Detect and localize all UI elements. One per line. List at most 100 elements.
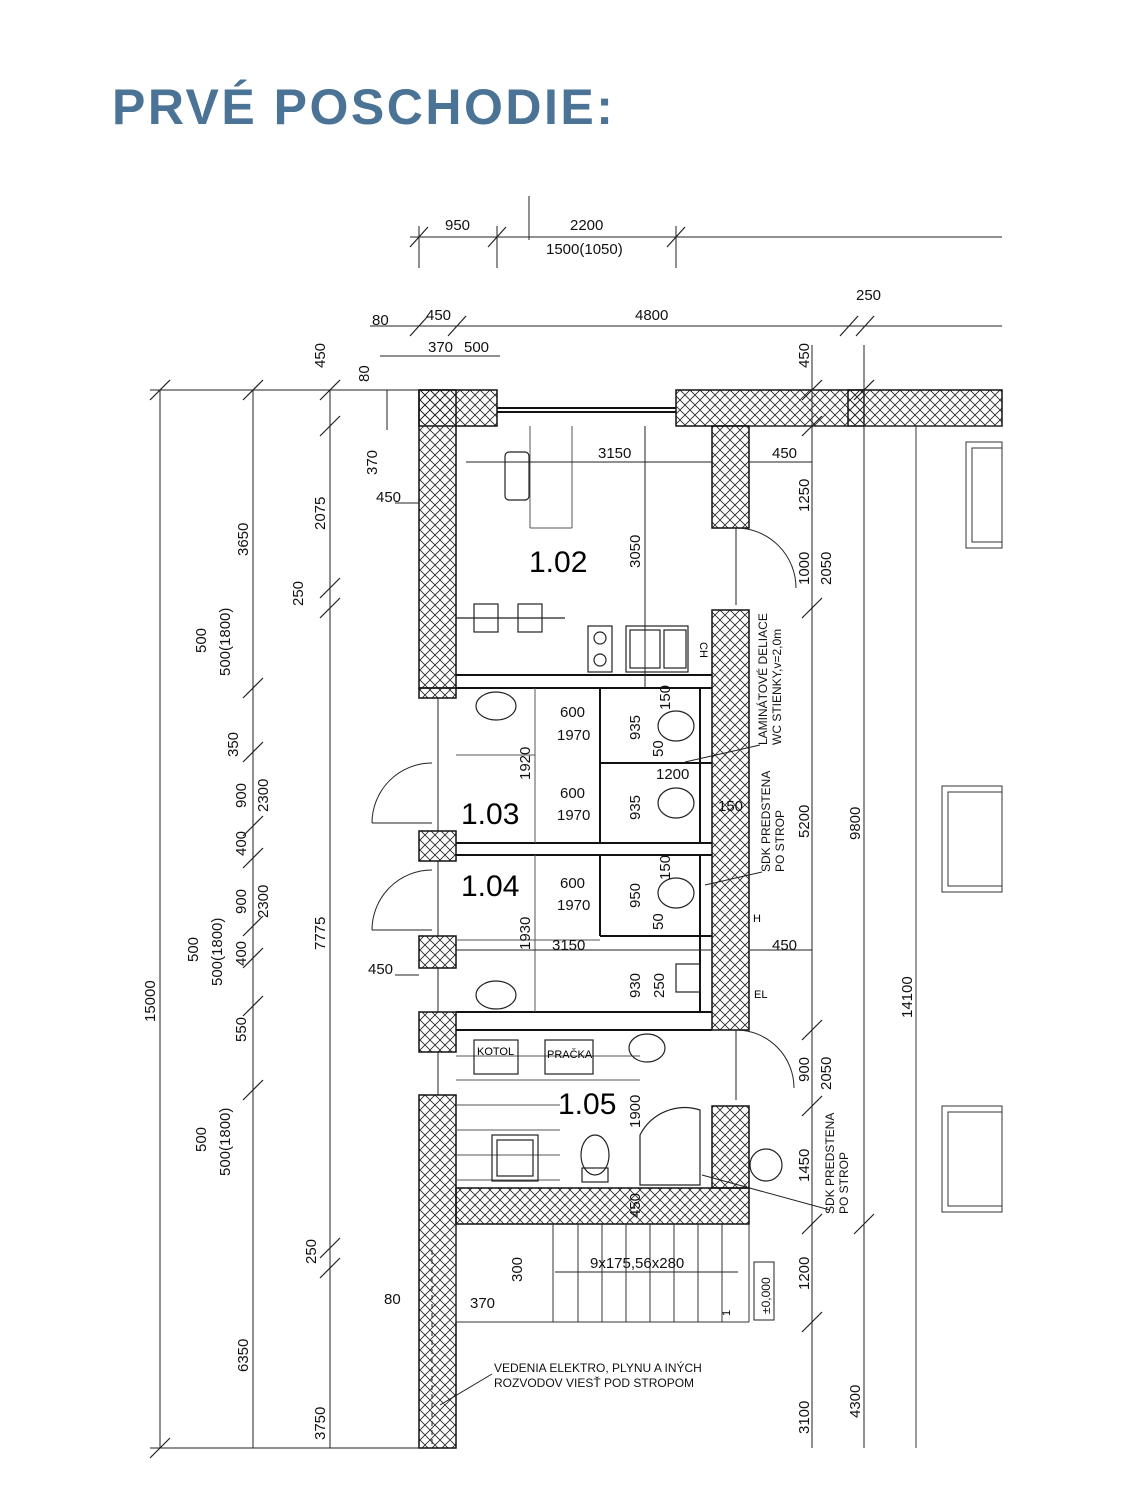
- dim: 80: [356, 365, 373, 382]
- dim: 500: [193, 1127, 210, 1152]
- dim: 600: [560, 704, 585, 721]
- dim: 450: [376, 489, 401, 506]
- partitions: [456, 407, 712, 1031]
- dim: 1970: [557, 807, 590, 824]
- room-number-105: 1.05: [558, 1088, 616, 1121]
- dim: 300: [509, 1257, 526, 1282]
- dim: 950: [627, 883, 644, 908]
- dimension-ticks: [149, 226, 875, 1459]
- dim: 2300: [255, 885, 272, 918]
- dim: 550: [233, 1017, 250, 1042]
- dim: 1970: [557, 897, 590, 914]
- dim: 1900: [627, 1095, 644, 1128]
- kotol-label: KOTOL: [477, 1046, 514, 1058]
- dim: 935: [627, 715, 644, 740]
- dim: 400: [233, 831, 250, 856]
- h-label: H: [753, 913, 761, 925]
- dim: 1450: [796, 1149, 813, 1182]
- dim: 3150: [598, 445, 631, 462]
- dim: 2050: [818, 552, 835, 585]
- dim: 250: [303, 1239, 320, 1264]
- pracka-label: PRAČKA: [547, 1048, 593, 1061]
- dim: 500(1800): [217, 1108, 234, 1176]
- dim: 370: [428, 339, 453, 356]
- dim: 3750: [312, 1407, 329, 1440]
- dim: 3150: [552, 937, 585, 954]
- dim: 2050: [818, 1057, 835, 1090]
- dim: 500(1800): [209, 918, 226, 986]
- dim: 1200: [656, 766, 689, 783]
- thin-lines: [456, 426, 640, 1181]
- dim: 80: [372, 312, 389, 329]
- room-number-104: 1.04: [461, 870, 519, 903]
- dim: 370: [470, 1295, 495, 1312]
- stairs-label: 9x175,56x280: [590, 1255, 684, 1272]
- dim: 50: [650, 913, 667, 930]
- dim: 250: [856, 287, 881, 304]
- dim: 4800: [635, 307, 668, 324]
- dim: 500: [193, 628, 210, 653]
- dim: 450: [426, 307, 451, 324]
- laminate-note-2: WC STIENKY,v=2,0m: [770, 629, 784, 745]
- dim: 1930: [517, 917, 534, 950]
- dim: 7775: [312, 917, 329, 950]
- dim: 3100: [796, 1401, 813, 1434]
- level-box: [753, 1261, 775, 1321]
- sdk-note-b1: SDK PREDSTENA: [823, 1113, 837, 1214]
- dim: 500(1800): [217, 608, 234, 676]
- sdk-note-a1: SDK PREDSTENA: [759, 771, 773, 872]
- page-title: PRVÉ POSCHODIE:: [112, 79, 616, 135]
- dim: 150: [718, 798, 743, 815]
- outline-lines: [455, 425, 1003, 1448]
- dim: 1920: [517, 747, 534, 780]
- dim: 950: [445, 217, 470, 234]
- room-number-103: 1.03: [461, 798, 519, 831]
- dimension-labels: 950 2200 1500(1050) 80 450 4800 250 370 …: [368, 217, 881, 1312]
- dim: 50: [650, 740, 667, 757]
- dim: 1200: [796, 1257, 813, 1290]
- dim: 2300: [255, 779, 272, 812]
- dim: 900: [233, 783, 250, 808]
- dim: 500: [185, 937, 202, 962]
- dim: 370: [364, 450, 381, 475]
- dimension-lines: [150, 196, 1002, 1449]
- dim: 450: [772, 445, 797, 462]
- dim: 600: [560, 785, 585, 802]
- dim: 150: [657, 855, 674, 880]
- dim: 450: [627, 1193, 644, 1218]
- dim: 5200: [796, 805, 813, 838]
- dim: 500: [464, 339, 489, 356]
- doors: [371, 527, 797, 1100]
- dim: 450: [772, 937, 797, 954]
- dim: 3650: [235, 523, 252, 556]
- routing-note-2: ROZVODOV VIESŤ POD STROPOM: [494, 1375, 694, 1390]
- dim: 14100: [899, 976, 916, 1018]
- dim: 350: [225, 732, 242, 757]
- dim: 600: [560, 875, 585, 892]
- dim: 900: [796, 1057, 813, 1082]
- dim: 15000: [142, 980, 159, 1022]
- dim: 1500(1050): [546, 241, 623, 258]
- dim: 250: [290, 581, 307, 606]
- dim: 450: [312, 343, 329, 368]
- dim: 930: [627, 973, 644, 998]
- sdk-note-a2: PO STROP: [773, 810, 787, 872]
- dim: 1250: [796, 479, 813, 512]
- dim: 450: [368, 961, 393, 978]
- dim: 6350: [235, 1339, 252, 1372]
- el-label: EL: [754, 989, 767, 1001]
- dim: 3050: [627, 535, 644, 568]
- walls: [418, 389, 1003, 1449]
- dim: 935: [627, 795, 644, 820]
- dim: 1000: [796, 552, 813, 585]
- ch-label: CH: [697, 642, 709, 658]
- dim: 2075: [312, 497, 329, 530]
- laminate-note-1: LAMINÁTOVÉ DELIACE: [755, 613, 770, 745]
- dimension-labels-vertical: 450 80 370 2075 250 3650 500 500(1800) 3…: [142, 343, 916, 1440]
- dim: 80: [384, 1291, 401, 1308]
- room-number-102: 1.02: [529, 546, 587, 579]
- dim: 450: [796, 343, 813, 368]
- dim: 2200: [570, 217, 603, 234]
- dim: 4300: [847, 1385, 864, 1418]
